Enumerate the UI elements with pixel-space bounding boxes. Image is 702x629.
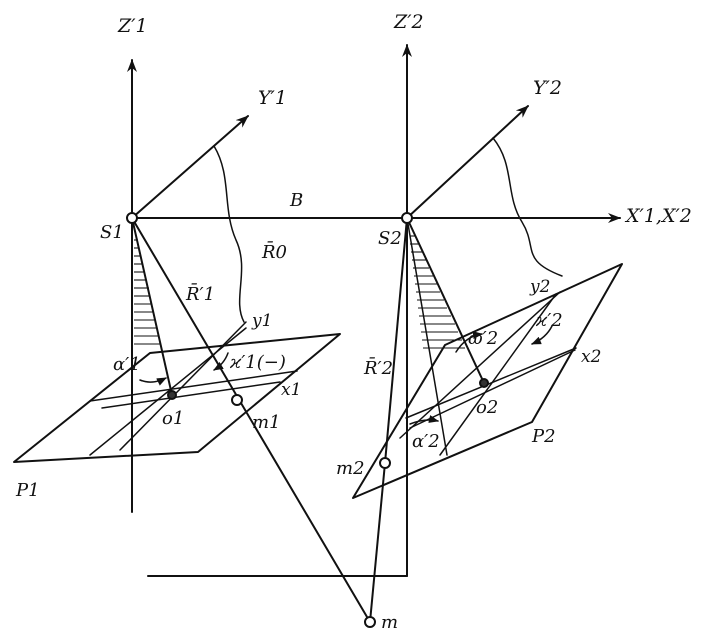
label-z1: Z′1	[117, 15, 148, 37]
p2-grid-line	[399, 291, 561, 439]
label-omega2: ω′2	[468, 328, 498, 349]
label-x2: x2	[581, 347, 601, 367]
ray-s1-m	[131, 217, 371, 623]
label-m1: m1	[252, 412, 281, 433]
ray-m-m2	[369, 462, 386, 623]
label-alpha2: α′2	[412, 431, 440, 452]
point-o2	[479, 378, 489, 388]
label-kappa1: ϰ′1(−)	[229, 352, 286, 373]
ray-s2-o2	[406, 217, 485, 384]
kappa2-angle-arc	[531, 325, 553, 345]
label-z2: Z′2	[393, 11, 424, 33]
label-s1: S1	[100, 222, 124, 243]
label-o1: o1	[162, 408, 184, 429]
label-y1: y1	[251, 311, 272, 331]
label-kappa2: ϰ′2	[535, 310, 563, 331]
alpha1-angle-arc	[139, 377, 167, 386]
point-m1	[231, 394, 243, 406]
p1-grid-line	[89, 327, 247, 456]
label-r1: R̄′1	[185, 282, 215, 305]
label-p1: P1	[15, 480, 40, 501]
label-baseline-b: B	[289, 190, 303, 211]
wavy-connector-1	[213, 145, 245, 323]
hatch-s2	[410, 235, 465, 349]
hatch-s1	[134, 239, 161, 345]
label-r2: R̄′2	[363, 356, 393, 379]
label-x-axis: X′1,X′2	[624, 205, 692, 227]
label-m2: m2	[336, 458, 365, 479]
label-r0: R̄0	[261, 240, 287, 263]
label-y1-axis: Y′1	[258, 87, 287, 109]
p1-x1-line	[101, 381, 281, 409]
label-y2: y2	[529, 277, 550, 297]
plane-p1	[13, 333, 341, 463]
label-s2: S2	[378, 228, 402, 249]
ray-s2-down	[406, 217, 448, 456]
label-p2: P2	[531, 426, 556, 447]
point-s1	[126, 212, 138, 224]
plane-p2	[352, 263, 623, 499]
p1-y1-line	[119, 321, 247, 451]
p2-x2-line	[409, 349, 576, 429]
label-m: m	[381, 612, 398, 629]
label-alpha1: α′1	[113, 354, 141, 375]
y1-axis	[131, 115, 249, 219]
omega2-angle-arc	[455, 331, 483, 353]
label-y2-axis: Y′2	[533, 77, 562, 99]
y2-axis	[406, 105, 529, 219]
kappa1-angle-arc	[213, 352, 229, 371]
alpha2-angle-arc	[409, 415, 439, 425]
point-s2	[401, 212, 413, 224]
p1-grid-line	[89, 370, 298, 402]
label-o2: o2	[476, 397, 498, 418]
label-x1: x1	[281, 380, 301, 400]
point-o1	[167, 390, 177, 400]
point-m2	[379, 457, 391, 469]
point-m	[364, 616, 376, 628]
ray-s2-m2	[384, 217, 408, 464]
p2-y2-line	[439, 293, 557, 456]
wavy-connector-2	[492, 137, 563, 277]
